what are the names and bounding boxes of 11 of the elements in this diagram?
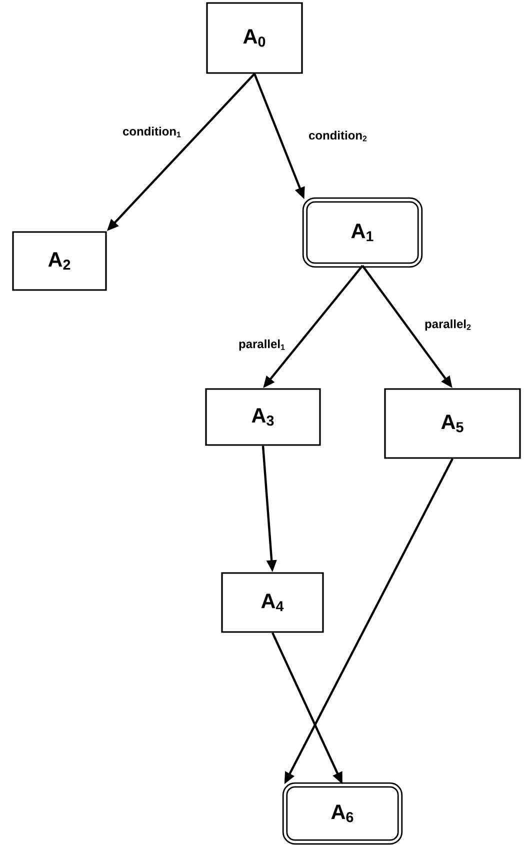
edge-label: condition$_{2}$ <box>308 130 368 142</box>
rounded-box: A$_{6}$ <box>282 782 403 845</box>
edge-label: condition$_{1}$ <box>122 126 182 138</box>
process-box: A$_{0}$ <box>206 2 303 74</box>
process-box: A$_{5}$ <box>384 388 521 459</box>
edge-label: parallel$_{1}$ <box>238 338 286 352</box>
process-box: A$_{3}$ <box>205 388 321 446</box>
process-box: A$_{2}$ <box>12 231 107 291</box>
edge-label: parallel$_{2}$ <box>424 318 472 332</box>
rounded-box: A$_{1}$ <box>302 197 423 268</box>
process-box: A$_{4}$ <box>221 572 324 633</box>
